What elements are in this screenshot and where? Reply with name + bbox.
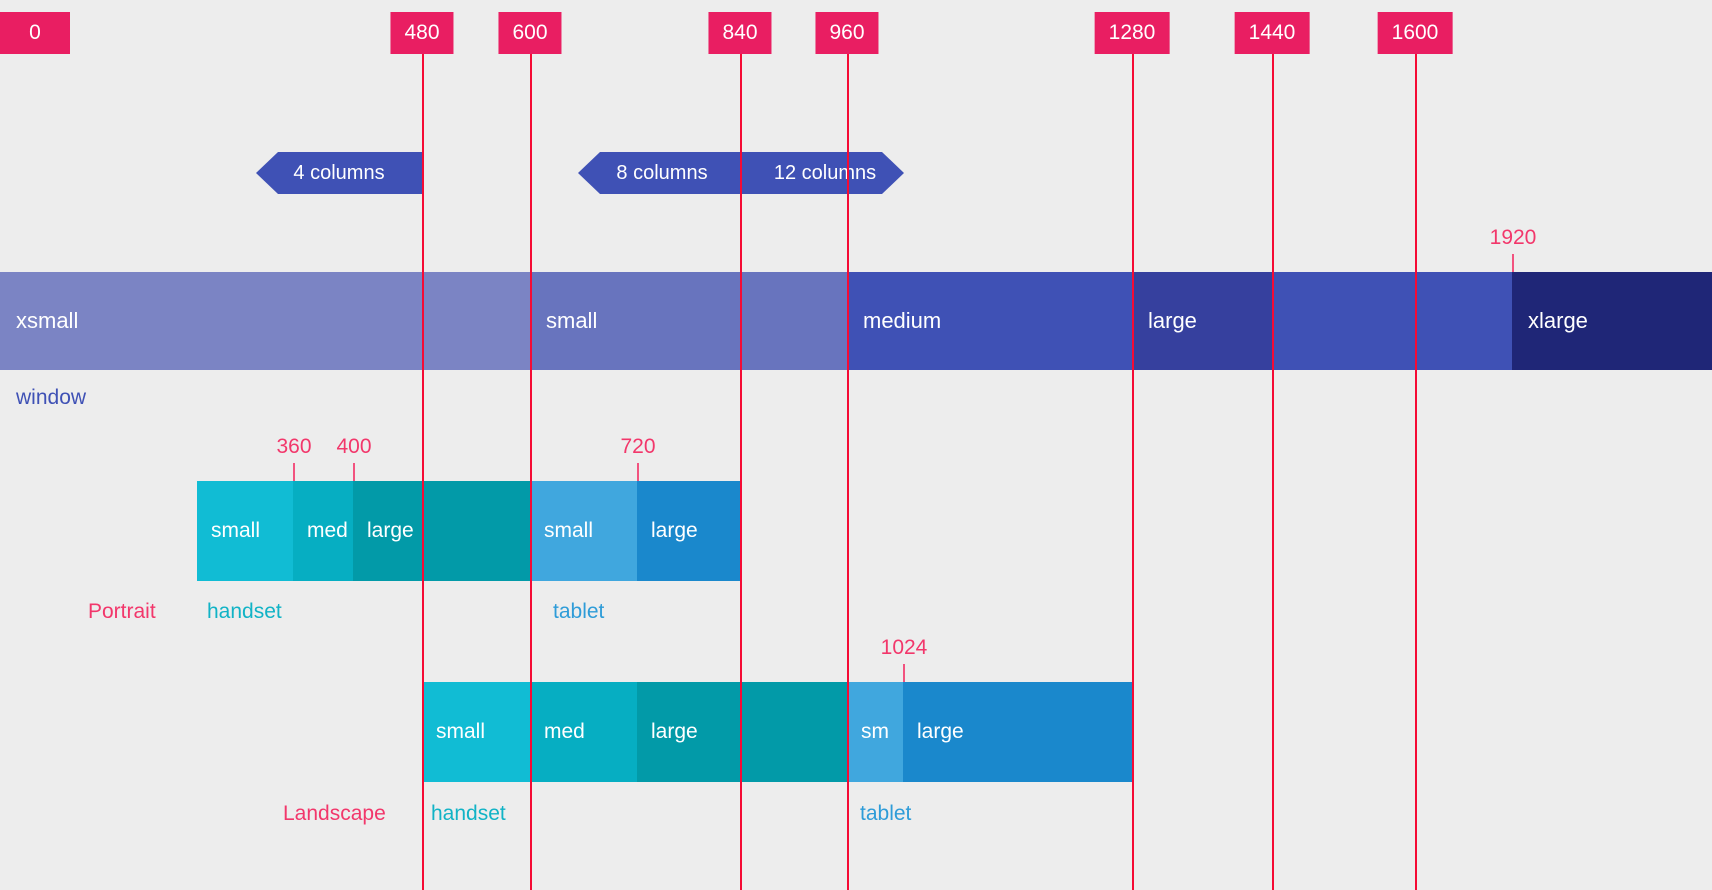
breakpoint-rule-1280 bbox=[1132, 54, 1134, 890]
column-count-chip-label: 8 columns bbox=[616, 162, 708, 184]
window-band-segment-small: small bbox=[530, 272, 740, 370]
window-row-label: window bbox=[16, 386, 87, 409]
column-count-chip-label: 12 columns bbox=[773, 162, 877, 184]
device-segment-label: med bbox=[307, 519, 348, 542]
device-family-label-landscape-tablet: tablet bbox=[860, 802, 912, 825]
window-size-class-band: xsmall small medium large xlarge bbox=[0, 272, 1712, 370]
breakpoint-chip-840: 840 bbox=[708, 12, 772, 54]
measure-tick-label: 1024 bbox=[880, 636, 928, 659]
window-band-segment-3 bbox=[740, 272, 847, 370]
device-family-label-portrait-tablet: tablet bbox=[553, 600, 605, 623]
measure-tick-line bbox=[903, 664, 905, 682]
breakpoint-rule-600 bbox=[530, 54, 532, 890]
window-band-segment-xlarge: xlarge bbox=[1512, 272, 1712, 370]
measure-tick-line bbox=[637, 463, 639, 481]
device-segment-3 bbox=[740, 682, 847, 782]
device-segment-label: small bbox=[211, 519, 261, 542]
measure-tick-label: 720 bbox=[620, 435, 656, 458]
window-band-segment-large: large bbox=[1132, 272, 1272, 370]
column-count-chip-0: 4 columns bbox=[256, 152, 422, 194]
device-bar-landscape-handset: small med large bbox=[0, 682, 1712, 782]
window-band-segment-label: xsmall bbox=[16, 308, 79, 333]
breakpoint-chip-600: 600 bbox=[498, 12, 562, 54]
breakpoint-rule-480 bbox=[422, 54, 424, 890]
device-segment-large: large bbox=[637, 682, 740, 782]
window-band-segment-xsmall: xsmall bbox=[0, 272, 422, 370]
orientation-label-portrait: Portrait bbox=[88, 600, 156, 623]
device-segment-small: small bbox=[422, 682, 530, 782]
measure-tick-line bbox=[293, 463, 295, 481]
breakpoint-chip-960: 960 bbox=[815, 12, 879, 54]
measure-tick-360: 360 bbox=[276, 435, 312, 481]
breakpoint-chip-1280: 1280 bbox=[1094, 12, 1170, 54]
device-segment-large: large bbox=[903, 682, 1132, 782]
window-band-segment-label: xlarge bbox=[1528, 308, 1588, 333]
measure-tick-label: 360 bbox=[276, 435, 312, 458]
breakpoint-chip-1440: 1440 bbox=[1234, 12, 1310, 54]
measure-tick-400: 400 bbox=[336, 435, 372, 481]
breakpoint-chip-480: 480 bbox=[390, 12, 454, 54]
device-segment-small: small bbox=[197, 481, 293, 581]
device-bar-landscape-tablet: sm large bbox=[0, 682, 1712, 782]
device-segment-med: med bbox=[293, 481, 353, 581]
window-band-segment-label: large bbox=[1148, 308, 1197, 333]
device-segment-label: med bbox=[544, 720, 585, 743]
device-segment-label: small bbox=[544, 519, 594, 542]
breakpoint-rule-840 bbox=[740, 54, 742, 890]
measure-tick-1920: 1920 bbox=[1490, 226, 1536, 272]
device-segment-label: sm bbox=[861, 720, 889, 743]
device-segment-label: large bbox=[651, 720, 698, 743]
breakpoint-rule-960 bbox=[847, 54, 849, 890]
device-segment-large: large bbox=[637, 481, 740, 581]
device-segment-small: small bbox=[530, 481, 637, 581]
measure-tick-label: 400 bbox=[336, 435, 372, 458]
column-count-chip-2: 12 columns bbox=[746, 152, 904, 194]
window-band-segment-6 bbox=[1272, 272, 1512, 370]
window-band-segment-label: medium bbox=[863, 308, 942, 333]
device-segment-label: large bbox=[651, 519, 698, 542]
device-segment-large: large bbox=[353, 481, 422, 581]
device-segment-3 bbox=[422, 481, 530, 581]
device-segment-label: large bbox=[917, 720, 964, 743]
measure-tick-1024: 1024 bbox=[881, 636, 927, 682]
device-segment-label: large bbox=[367, 519, 414, 542]
window-band-segment-label: small bbox=[546, 308, 598, 333]
window-band-segment-1 bbox=[422, 272, 530, 370]
device-family-label-landscape-handset: handset bbox=[431, 802, 506, 825]
window-band-segment-medium: medium bbox=[847, 272, 1132, 370]
device-segment-med: med bbox=[530, 682, 637, 782]
measure-tick-label: 1920 bbox=[1489, 226, 1537, 249]
breakpoint-rule-1600 bbox=[1415, 54, 1417, 890]
measure-tick-line bbox=[1512, 254, 1514, 272]
column-count-chip-label: 4 columns bbox=[293, 162, 385, 184]
breakpoint-chip-1600: 1600 bbox=[1377, 12, 1453, 54]
breakpoint-rule-1440 bbox=[1272, 54, 1274, 890]
breakpoint-chip-0: 0 bbox=[0, 12, 70, 54]
column-count-chip-1: 8 columns bbox=[578, 152, 746, 194]
device-bar-portrait-handset: small med large bbox=[0, 481, 1712, 581]
device-segment-label: small bbox=[436, 720, 486, 743]
device-bar-portrait-tablet: small large bbox=[0, 481, 1712, 581]
device-segment-sm: sm bbox=[847, 682, 903, 782]
orientation-label-landscape: Landscape bbox=[283, 802, 386, 825]
measure-tick-line bbox=[353, 463, 355, 481]
device-family-label-portrait-handset: handset bbox=[207, 600, 282, 623]
measure-tick-720: 720 bbox=[620, 435, 656, 481]
